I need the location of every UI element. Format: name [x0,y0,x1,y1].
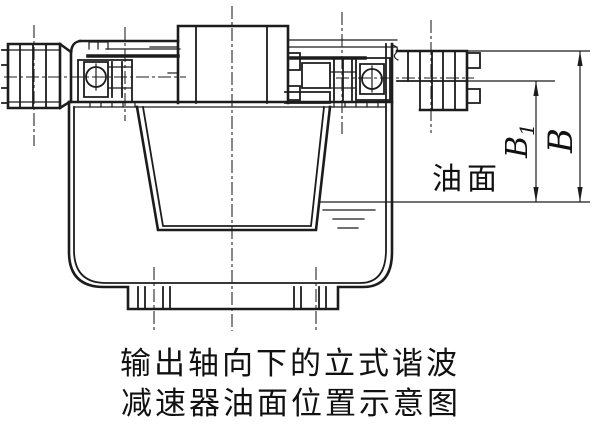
bearing-race-left [83,61,109,98]
left-shaft [1,42,73,110]
flange-bolt-ticks-right [333,101,379,108]
wave-generator-right [284,39,398,104]
cover-left-edge [69,39,82,104]
cover-sheet-right [287,39,398,48]
left-shaft-chamfers [58,42,73,110]
cup-outer [135,105,332,232]
tank-inner-wall [73,43,387,284]
cover-top-notch [88,41,109,50]
cup-inner [141,105,325,227]
center-hub [176,24,290,105]
caption-line-1: 输出轴向下的立式谐波 [120,346,460,381]
left-shaft-steps [19,43,47,109]
flange-bolt-ticks-left [89,101,136,108]
arrow-b1-up [533,81,539,96]
hub-outline [176,24,290,105]
arrow-b-down [577,187,583,202]
hub-inner-walls [195,25,268,104]
arrow-b1-down [533,187,539,202]
ring-walls-right [333,57,353,101]
tank-outer-wall [67,42,394,311]
break-squiggle [392,44,399,61]
left-shaft-inner-lines [7,49,61,103]
spacer-lines-left [107,66,133,89]
caption-line-2: 减速器油面位置示意图 [121,386,461,421]
dimension-lines: B1 B [467,50,590,202]
cover-left [69,39,181,104]
housing-tank [67,42,394,311]
flange-right-tabs [466,52,481,104]
liquid-level-symbol [322,209,376,229]
bearing-race-right [359,63,385,95]
bearing-housing-right [355,57,391,101]
left-bearing [77,59,133,103]
hub-right-tabs [287,52,301,101]
flexspline-cup [135,105,332,232]
dim-label-b: B [541,128,581,154]
right-foot-holes [293,286,327,310]
dim-label-b1: B1 [500,123,539,159]
right-bearing [355,57,391,101]
arrow-b-up [577,51,583,66]
spacer-block-right [301,62,331,89]
oil-surface-label: 油面 [432,163,502,196]
centerlines [4,6,474,331]
spacer-rings-left [111,61,123,98]
flange-section-walls [407,50,456,111]
oil-level [318,201,590,229]
left-foot-holes [137,286,171,310]
ring-lines-right [329,71,357,89]
